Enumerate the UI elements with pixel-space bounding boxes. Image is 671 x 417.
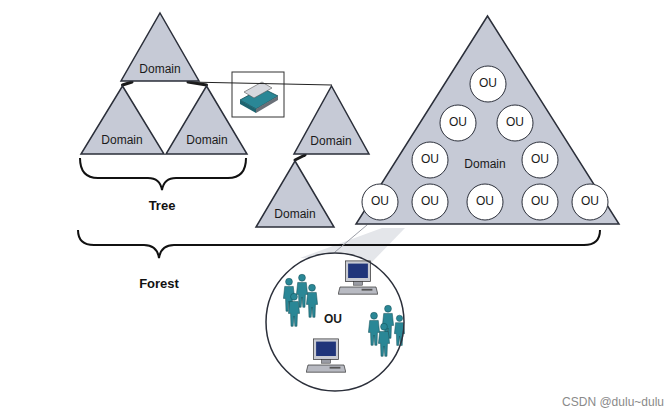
outline <box>362 184 398 220</box>
node-label: OU <box>479 77 497 90</box>
forest-label: Forest <box>139 276 179 291</box>
ou-zoom-circle: OU <box>265 252 405 392</box>
ou-circle: OU <box>469 65 507 103</box>
ou-circle: OU <box>361 183 399 221</box>
node-label: Domain <box>310 135 351 148</box>
node-label: Domain <box>101 134 142 147</box>
node-label: OU <box>324 313 342 326</box>
node-label: OU <box>421 195 439 208</box>
node-label: OU <box>531 195 549 208</box>
scanner-icon <box>232 72 284 117</box>
node-label: OU <box>421 153 439 166</box>
ou-members <box>283 261 404 372</box>
outline <box>467 184 503 220</box>
node-label: Domain <box>186 134 227 147</box>
ou-circle: OU <box>521 141 559 179</box>
node-label: OU <box>371 195 389 208</box>
ou-circle: OU <box>411 141 449 179</box>
connector <box>335 225 367 252</box>
outline <box>166 86 247 154</box>
ou-circle: OU <box>466 183 504 221</box>
node-label: Domain <box>464 158 505 171</box>
connector <box>295 155 305 160</box>
node-label: Domain <box>139 63 180 76</box>
ou-circle: OU <box>439 104 477 142</box>
tree-brace <box>80 158 246 190</box>
node-label: OU <box>476 195 494 208</box>
ou-circle: OU <box>496 104 534 142</box>
outline <box>256 161 334 227</box>
zoom-ground <box>265 252 405 392</box>
outline <box>440 105 476 141</box>
watermark: CSDN @dulu~dulu <box>562 395 664 409</box>
domain-triangle: Domain <box>293 85 370 155</box>
outline <box>522 184 558 220</box>
domain-triangle: Domain <box>120 12 200 82</box>
domain-triangle: Domain <box>255 160 335 228</box>
node-label: Domain <box>274 208 315 221</box>
node-label: OU <box>506 116 524 129</box>
node-label: OU <box>449 116 467 129</box>
outline <box>412 184 448 220</box>
connector <box>188 82 332 85</box>
domain-triangle: DomainOUOUOUOUOUOUOUOUOUOU <box>355 15 620 225</box>
tree-label: Tree <box>149 198 176 213</box>
outline <box>294 86 369 154</box>
outline <box>81 86 164 154</box>
outline <box>356 16 619 224</box>
domain-triangle: Domain <box>80 85 165 155</box>
ou-circle: OU <box>411 183 449 221</box>
ou-circle: OU <box>521 183 559 221</box>
ou-circle: OU <box>571 183 609 221</box>
connector <box>123 82 133 85</box>
outline <box>412 142 448 178</box>
outline <box>266 253 404 391</box>
node-label: OU <box>531 153 549 166</box>
outline <box>497 105 533 141</box>
outline <box>522 142 558 178</box>
domain-triangle: Domain <box>165 85 248 155</box>
outline <box>470 66 506 102</box>
outline <box>121 13 199 81</box>
node-label: OU <box>581 195 599 208</box>
outline <box>572 184 608 220</box>
